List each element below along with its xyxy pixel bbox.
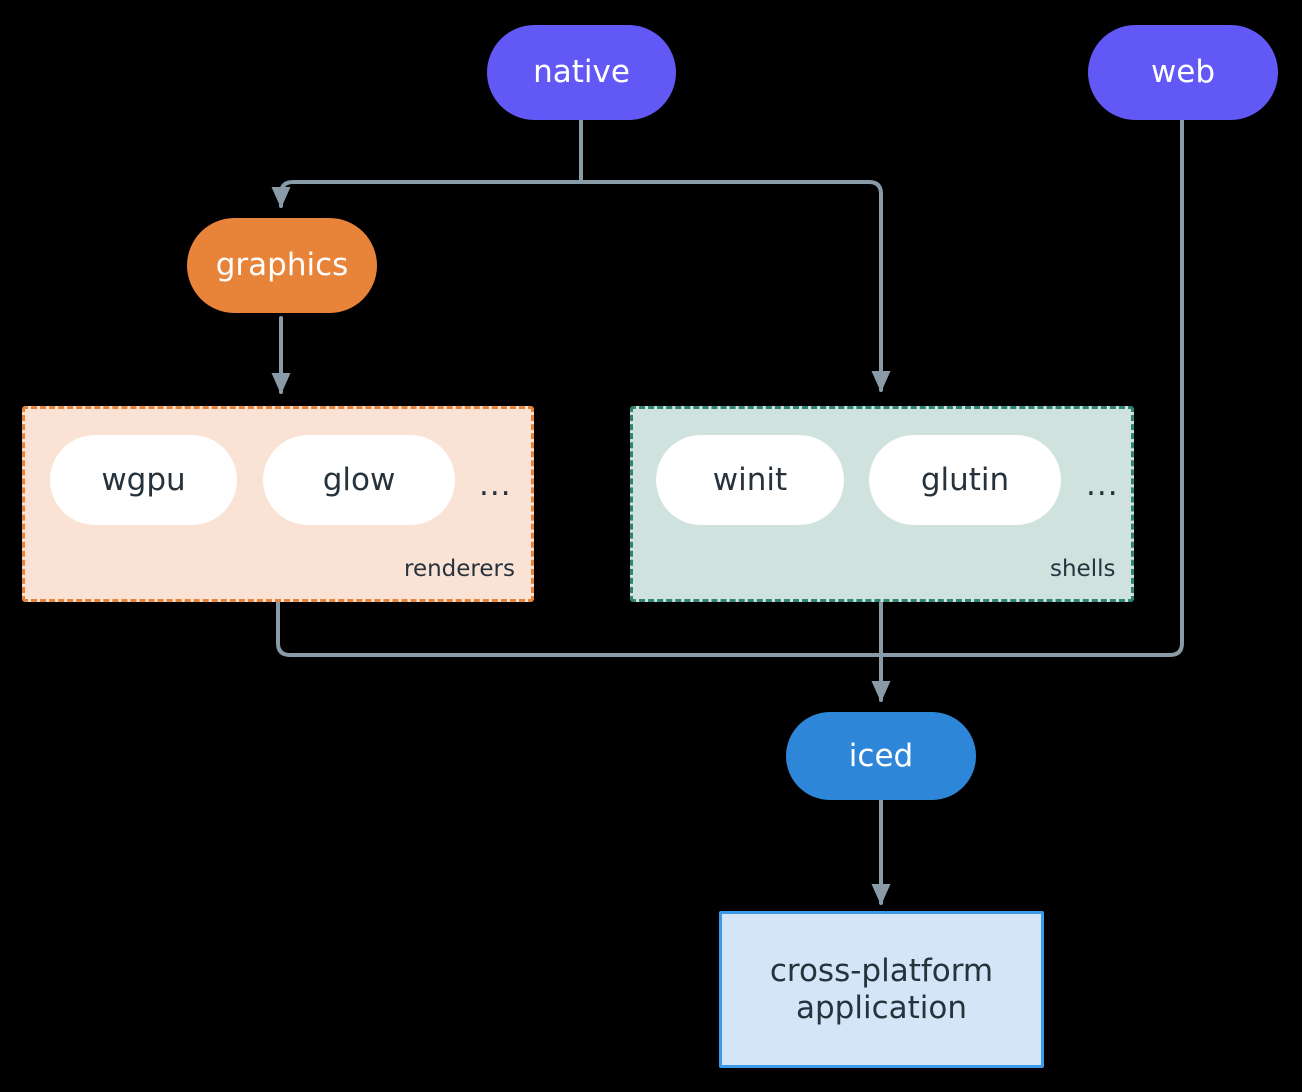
leaf-glow[interactable]: glow (263, 435, 455, 525)
node-graphics-label: graphics (215, 247, 349, 284)
cluster-shells-label: shells (1050, 556, 1116, 582)
edge-renderers-to-iced (276, 600, 883, 657)
leaf-glutin[interactable]: glutin (869, 435, 1061, 525)
leaf-glow-label: glow (322, 462, 396, 498)
node-iced[interactable]: iced (786, 712, 976, 800)
leaf-wgpu[interactable]: wgpu (50, 435, 237, 525)
node-web[interactable]: web (1088, 25, 1278, 120)
node-native-label: native (533, 54, 630, 91)
renderers-more-ellipsis: ... (479, 467, 512, 503)
edge-native-to-graphics (271, 180, 583, 209)
application-line-2: application (796, 989, 967, 1026)
node-native[interactable]: native (487, 25, 676, 120)
leaf-glutin-label: glutin (920, 462, 1010, 498)
node-graphics[interactable]: graphics (187, 218, 377, 313)
node-application[interactable]: cross-platform application (719, 911, 1044, 1068)
leaf-winit[interactable]: winit (656, 435, 844, 525)
node-web-label: web (1150, 54, 1216, 91)
application-line-1: cross-platform (769, 952, 994, 989)
node-iced-label: iced (848, 737, 914, 774)
edge-native-to-shells (579, 180, 891, 393)
shells-more-ellipsis: ... (1086, 467, 1119, 503)
leaf-winit-label: winit (712, 462, 788, 498)
cluster-renderers-label: renderers (404, 556, 515, 582)
leaf-wgpu-label: wgpu (101, 462, 186, 498)
